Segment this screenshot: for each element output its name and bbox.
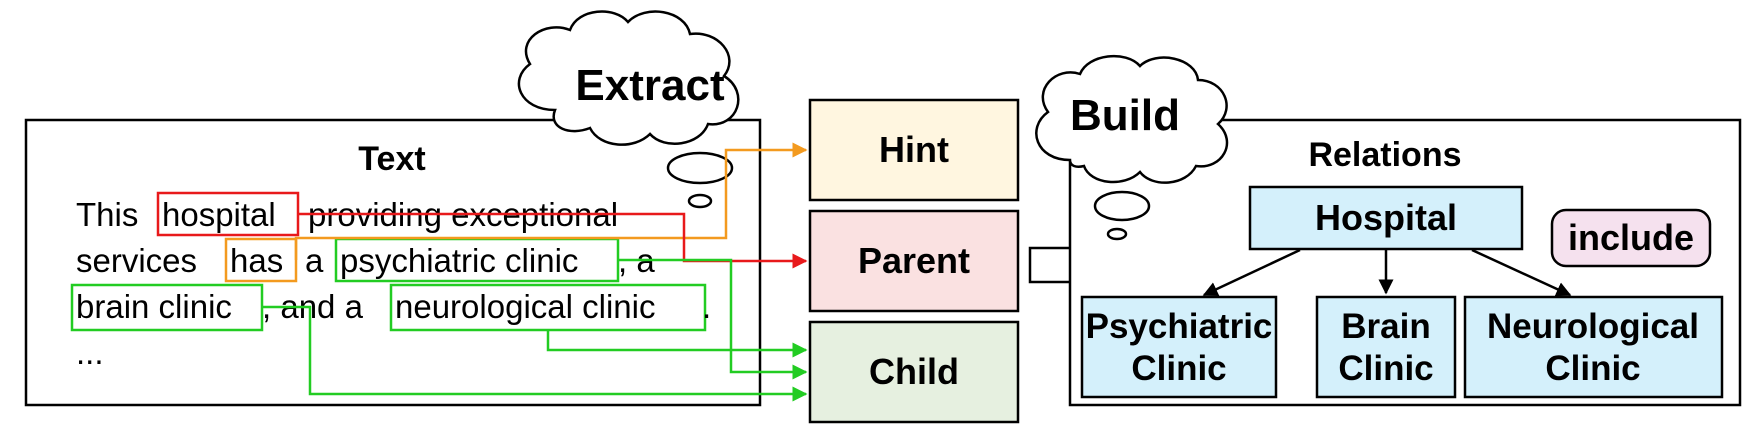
arrow-has-to-hint — [294, 142, 808, 260]
parent-box — [808, 209, 1020, 313]
text-panel-title: Text — [358, 140, 425, 178]
entity-psychiatric-clinic: psychiatric clinic — [340, 242, 578, 279]
parent-label: Parent — [858, 240, 970, 281]
arrow-hospital-to-parent — [298, 212, 808, 269]
entity-hospital: hospital — [162, 196, 276, 233]
node-brain-clinic — [1315, 295, 1457, 399]
entity-neurological-clinic: neurological clinic — [395, 288, 655, 325]
text-ellipsis: ... — [76, 334, 104, 371]
child-label: Child — [869, 351, 959, 392]
hint-box — [808, 98, 1020, 202]
hint-label: Hint — [879, 129, 949, 170]
node-neurological-line2: Clinic — [1545, 349, 1640, 388]
node-neurological-clinic — [1463, 295, 1724, 399]
include-badge — [1550, 208, 1712, 268]
text-panel — [24, 118, 762, 407]
build-cloud: Build — [1035, 54, 1229, 241]
node-neurological-line1: Neurological — [1487, 307, 1699, 346]
child-box — [808, 320, 1020, 424]
build-label: Build — [1070, 91, 1180, 140]
text-word: services — [76, 242, 197, 279]
edge-to-psychiatric — [1202, 248, 1301, 297]
node-brain-line1: Brain — [1341, 307, 1430, 346]
arrow-psychiatric-to-child — [618, 258, 808, 380]
arrow-brain-to-child — [262, 305, 808, 402]
relations-panel-title: Relations — [1308, 136, 1461, 174]
text-word: This — [76, 196, 138, 233]
node-brain-line2: Clinic — [1338, 349, 1433, 388]
extract-label: Extract — [575, 61, 725, 110]
edge-to-neurological — [1471, 248, 1572, 297]
extract-cloud: Extract — [517, 10, 740, 209]
node-psychiatric-clinic — [1080, 295, 1278, 399]
node-psychiatric-line1: Psychiatric — [1086, 307, 1273, 346]
node-psychiatric-line2: Clinic — [1131, 349, 1226, 388]
node-hospital-label: Hospital — [1315, 197, 1457, 238]
text-word: a — [305, 242, 324, 279]
include-label: include — [1568, 217, 1694, 258]
entity-brain-clinic: brain clinic — [76, 288, 232, 325]
relation-has: has — [230, 242, 283, 279]
text-word: . — [702, 288, 711, 325]
arrow-neurological-to-child — [546, 330, 808, 358]
node-hospital — [1248, 185, 1524, 251]
